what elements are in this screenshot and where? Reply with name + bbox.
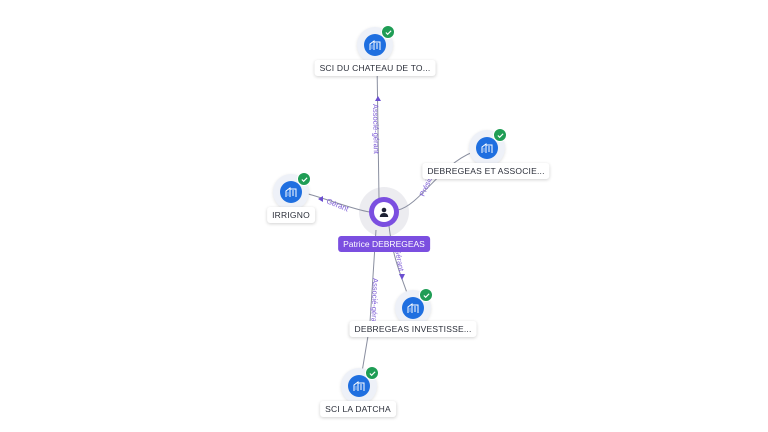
edge-arrow — [399, 274, 405, 280]
verified-check-icon — [365, 366, 379, 380]
verified-check-icon — [493, 128, 507, 142]
edge-sci-chateau — [376, 61, 380, 199]
edge-label-sci-la-datcha: Associé-gérant — [369, 278, 380, 329]
company-building-icon — [364, 34, 386, 56]
company-building-icon — [402, 297, 424, 319]
edge-label-irrigno: Gérant — [325, 197, 350, 214]
company-node-sci-la-datcha[interactable] — [341, 366, 379, 404]
company-building-icon — [476, 137, 498, 159]
edge-debregeas-associes — [397, 151, 474, 211]
edge-irrigno — [304, 192, 371, 213]
person-node[interactable] — [369, 197, 399, 227]
company-node-irrigno[interactable] — [273, 172, 311, 210]
verified-check-icon — [419, 288, 433, 302]
edge-label-sci-chateau: Associé-gérant — [371, 104, 381, 155]
company-label[interactable]: IRRIGNO — [267, 207, 315, 223]
company-node-debregeas-associes[interactable] — [469, 128, 507, 166]
person-label[interactable]: Patrice DEBREGEAS — [338, 236, 430, 252]
company-label[interactable]: SCI DU CHATEAU DE TO... — [314, 60, 436, 76]
company-label[interactable]: SCI LA DATCHA — [320, 401, 396, 417]
edge-arrow — [318, 196, 323, 202]
verified-check-icon — [297, 172, 311, 186]
company-building-icon — [280, 181, 302, 203]
company-node-debregeas-investissements[interactable] — [395, 288, 433, 326]
company-building-icon — [348, 375, 370, 397]
person-icon — [374, 202, 394, 222]
company-node-sci-chateau[interactable] — [357, 25, 395, 63]
verified-check-icon — [381, 25, 395, 39]
edge-arrow — [375, 96, 381, 101]
company-label[interactable]: DEBREGEAS ET ASSOCIE... — [422, 163, 550, 179]
edge-label-debregeas-investissements: Gérant — [393, 248, 406, 273]
company-label[interactable]: DEBREGEAS INVESTISSE... — [349, 321, 477, 337]
